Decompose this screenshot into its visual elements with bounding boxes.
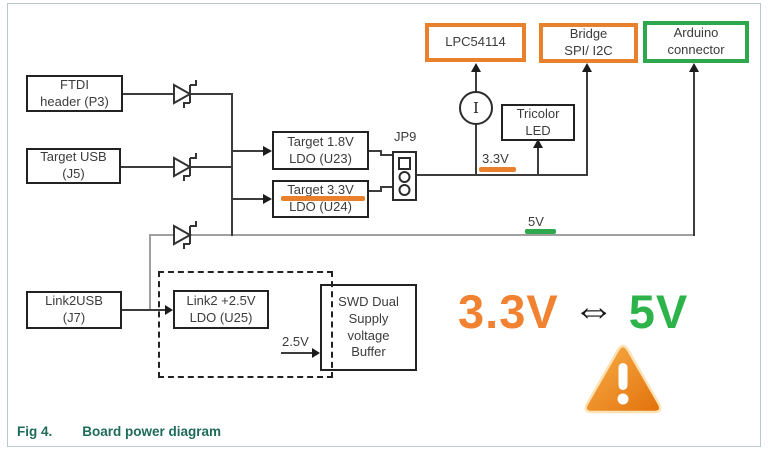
target-usb-label-1: Target USB: [40, 149, 107, 165]
ftdi-header-label-1: FTDI: [60, 76, 89, 92]
warning-icon: [584, 344, 662, 414]
u24-3v3-highlight-bar: [281, 196, 365, 201]
target-usb-label-2: (J5): [62, 166, 85, 181]
ammeter-icon: [459, 91, 493, 125]
double-arrow-icon: ⇔: [572, 285, 615, 333]
5v-rail-wire: [149, 234, 694, 310]
link2usb-label-1: Link2USB: [45, 293, 103, 309]
voltage-banner: 3.3V ⇔ 5V: [458, 284, 688, 339]
swd-buffer-label-1: SWD Dual: [338, 293, 399, 309]
usb-bus-wires: [121, 71, 695, 354]
jumper-jp9-icon: [392, 151, 417, 201]
ldo-u24-label-1: Target 3.3V: [287, 182, 354, 198]
rail-3v3-highlight-bar: [479, 167, 516, 172]
tricolor-led-label-2: LED: [525, 122, 551, 138]
arrowheads: [165, 63, 699, 358]
swd-buffer-box: SWD Dual Supply voltage Buffer: [320, 284, 417, 371]
link2usb-label-2: (J7): [62, 310, 86, 325]
diode-icon: [173, 221, 197, 249]
bridge-label-2: SPI/ I2C: [564, 43, 613, 58]
bridge-spi-i2c-box: Bridge SPI/ I2C: [539, 23, 638, 63]
tricolor-led-label-1: Tricolor: [516, 105, 560, 121]
tricolor-led-box: Tricolor LED: [501, 104, 575, 141]
banner-3v3-text: 3.3V: [458, 285, 559, 338]
arduino-label-1: Arduino: [673, 25, 719, 41]
banner-5v-text: 5V: [628, 285, 689, 338]
swd-buffer-label-3: voltage: [347, 327, 390, 343]
rail-5v-highlight-bar: [525, 229, 556, 234]
ldo-u25-label-2: LDO (U25): [189, 309, 253, 325]
ldo-u25-label-1: Link2 +2.5V: [186, 292, 256, 308]
swd-buffer-label-2: Supply: [348, 310, 389, 326]
arduino-connector-box: Arduino connector: [643, 21, 749, 63]
target-usb-box: Target USB (J5): [26, 148, 121, 184]
bridge-label-1: Bridge: [569, 26, 608, 42]
ldo-u25-box: Link2 +2.5V LDO (U25): [173, 290, 269, 329]
ammeter-label: I: [473, 99, 479, 117]
lpc54114-box: LPC54114: [425, 23, 526, 62]
figure-caption-label: Fig 4.: [17, 424, 53, 439]
arduino-label-2: connector: [667, 42, 725, 57]
link2usb-box: Link2USB (J7): [26, 291, 122, 329]
swd-buffer-label-4: Buffer: [351, 344, 386, 360]
rail-3v3-label: 3.3V: [482, 151, 509, 166]
figure-caption-title: Board power diagram: [82, 424, 222, 439]
ftdi-header-box: FTDI header (P3): [26, 75, 123, 112]
jp9-label: JP9: [394, 129, 417, 144]
rail-5v-label: 5V: [528, 214, 544, 229]
lpc54114-label: LPC54114: [445, 34, 506, 50]
rail-2v5-label: 2.5V: [282, 334, 309, 349]
ftdi-header-label-2: header (P3): [40, 93, 109, 109]
ldo-u24-label-2: LDO (U24): [289, 199, 352, 214]
diode-icon: [173, 153, 197, 181]
ldo-u23-box: Target 1.8V LDO (U23): [272, 131, 369, 170]
figure-caption: Fig 4. Board power diagram: [17, 424, 221, 439]
diode-icon: [173, 80, 197, 108]
ldo-u23-label-2: LDO (U23): [289, 150, 352, 166]
ldo-u23-label-1: Target 1.8V: [287, 133, 354, 149]
